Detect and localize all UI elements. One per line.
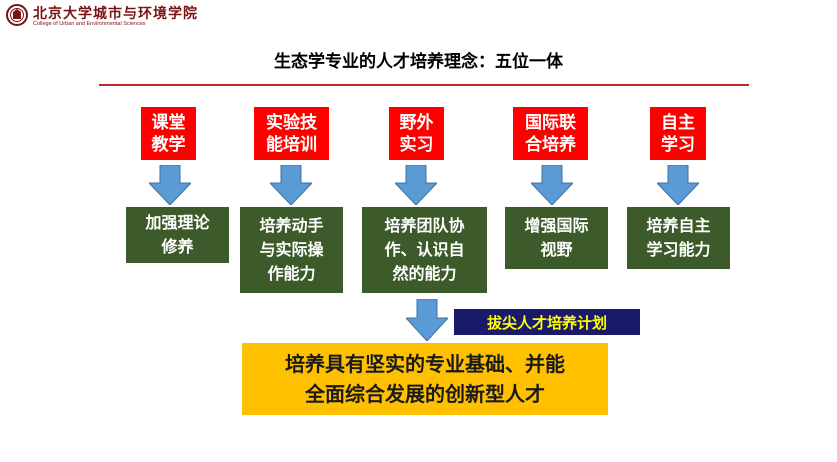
column-2-bottom-box: 培养动手 与实际操 作能力 bbox=[240, 207, 343, 293]
university-name-cn: 北京大学城市与环境学院 bbox=[33, 6, 198, 22]
column-4-top-box: 国际联 合培养 bbox=[513, 107, 588, 160]
column-2-bottom-label: 培养动手 与实际操 作能力 bbox=[259, 216, 324, 283]
title-divider bbox=[99, 84, 749, 86]
column-1-bottom-box: 加强理论 修养 bbox=[126, 207, 229, 263]
column-5-top-label: 自主 学习 bbox=[661, 112, 695, 155]
column-3-bottom-label: 培养团队协 作、认识自 然的能力 bbox=[384, 216, 465, 283]
down-arrow-icon bbox=[406, 299, 448, 341]
program-label: 拔尖人才培养计划 bbox=[486, 313, 607, 332]
column-4-top-label: 国际联 合培养 bbox=[525, 112, 576, 155]
column-3-bottom-box: 培养团队协 作、认识自 然的能力 bbox=[362, 207, 487, 293]
down-arrow-icon bbox=[395, 165, 437, 205]
column-4-bottom-label: 增强国际 视野 bbox=[524, 216, 589, 259]
column-5-bottom-label: 培养自主 学习能力 bbox=[646, 216, 711, 259]
column-2-top-box: 实验技 能培训 bbox=[254, 107, 329, 160]
program-label-box: 拔尖人才培养计划 bbox=[454, 309, 640, 335]
slide-title: 生态学专业的人才培养理念：五位一体 bbox=[274, 52, 563, 72]
column-1-top-box: 课堂 教学 bbox=[141, 107, 196, 160]
column-3-top-label: 野外 实习 bbox=[399, 112, 434, 155]
down-arrow-icon bbox=[270, 165, 312, 205]
down-arrow-icon bbox=[657, 165, 699, 205]
column-1-top-label: 课堂 教学 bbox=[151, 112, 186, 155]
university-name-en: College of Urban and Environmental Scien… bbox=[33, 21, 146, 27]
column-3-top-box: 野外 实习 bbox=[389, 107, 444, 160]
column-4-bottom-box: 增强国际 视野 bbox=[505, 207, 608, 269]
university-logo-icon bbox=[6, 4, 28, 26]
column-1-bottom-label: 加强理论 修养 bbox=[145, 213, 210, 256]
goal-box: 培养具有坚实的专业基础、并能 全面综合发展的创新型人才 bbox=[242, 343, 608, 415]
goal-text: 培养具有坚实的专业基础、并能 全面综合发展的创新型人才 bbox=[285, 352, 565, 406]
column-2-top-label: 实验技 能培训 bbox=[266, 112, 317, 155]
column-5-top-box: 自主 学习 bbox=[650, 107, 706, 160]
column-5-bottom-box: 培养自主 学习能力 bbox=[627, 207, 730, 269]
down-arrow-icon bbox=[149, 165, 191, 205]
down-arrow-icon bbox=[531, 165, 573, 205]
